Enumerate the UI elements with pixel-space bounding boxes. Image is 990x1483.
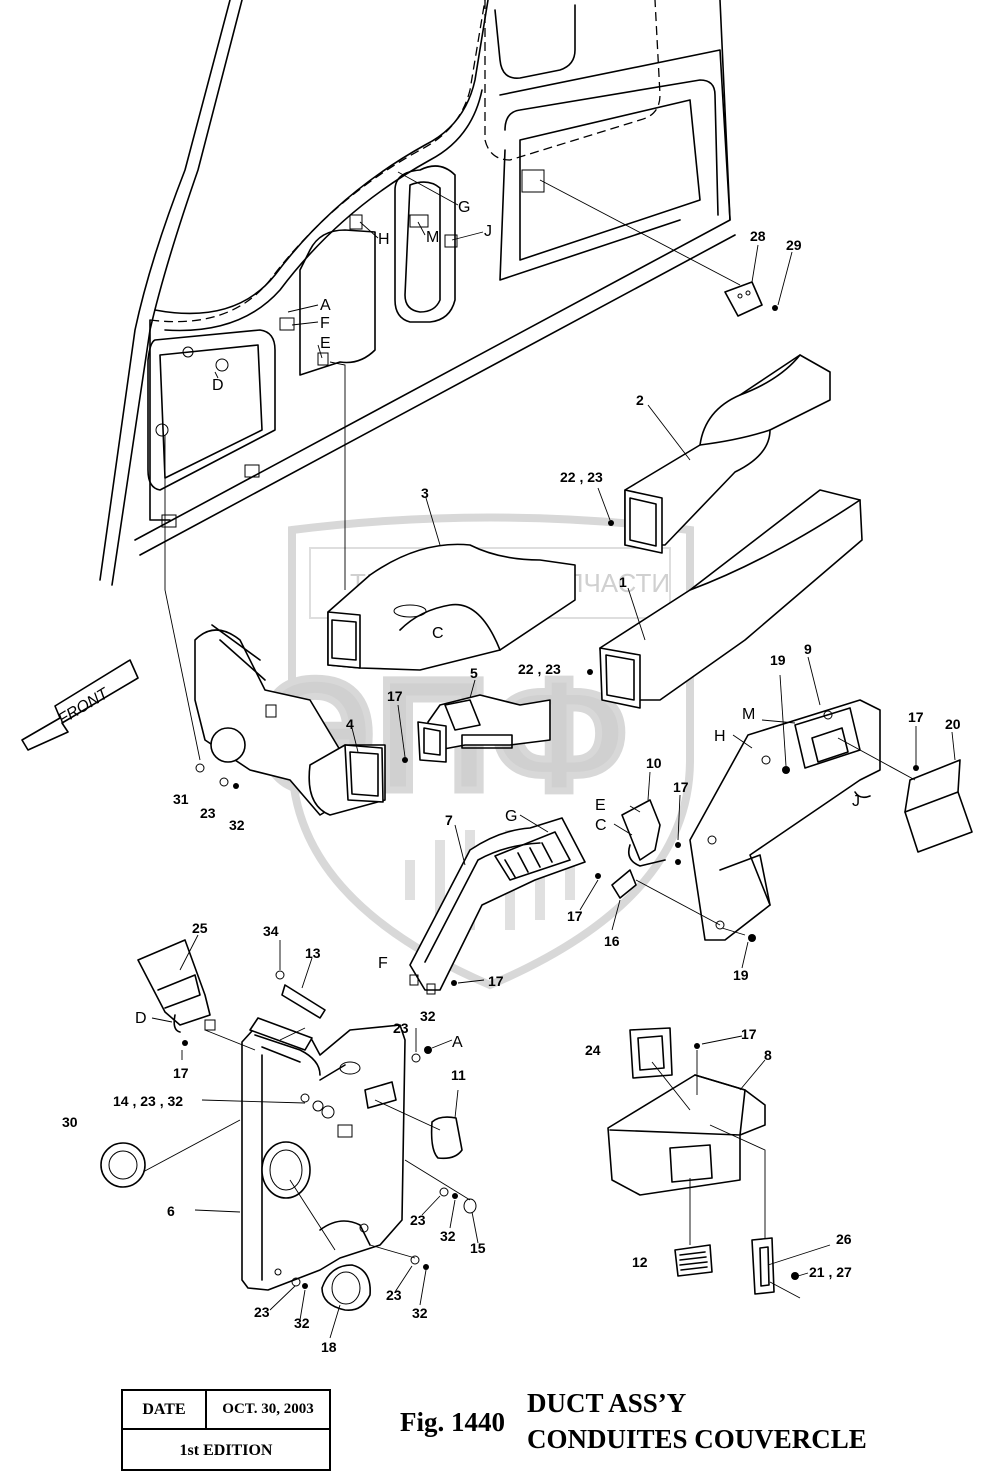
callout-3: 3 bbox=[421, 485, 429, 501]
callout-6: 6 bbox=[167, 1203, 175, 1219]
letter-E-bracket: E bbox=[595, 797, 606, 814]
letter-M-wall: M bbox=[426, 229, 439, 246]
letter-D-bracket25: D bbox=[135, 1010, 147, 1027]
callout-13: 13 bbox=[305, 945, 321, 961]
part-4-duct bbox=[194, 624, 386, 816]
letter-C-bracket: C bbox=[595, 817, 607, 834]
callout-19-a: 19 bbox=[770, 652, 786, 668]
callout-17-a: 17 bbox=[387, 688, 403, 704]
callout-9: 9 bbox=[804, 641, 812, 657]
bolt-17 bbox=[402, 757, 408, 763]
callout-21-27: 21 , 27 bbox=[809, 1264, 852, 1280]
callout-10: 10 bbox=[646, 755, 662, 771]
letter-F-wall: F bbox=[320, 315, 330, 332]
letter-F-duct7: F bbox=[378, 955, 388, 972]
callout-17-g: 17 bbox=[173, 1065, 189, 1081]
callout-17-c: 17 bbox=[567, 908, 583, 924]
callout-11: 11 bbox=[451, 1067, 466, 1083]
callout-17-f: 17 bbox=[741, 1026, 757, 1042]
letter-G-wall: G bbox=[458, 199, 470, 216]
callout-34: 34 bbox=[263, 923, 279, 939]
callout-18: 18 bbox=[321, 1339, 337, 1355]
letter-D-wall: D bbox=[212, 377, 224, 394]
cab-wall bbox=[99, 0, 736, 586]
callout-22-23-a: 22 , 23 bbox=[560, 469, 603, 485]
callout-2: 2 bbox=[636, 392, 644, 408]
letter-H-wall: H bbox=[378, 231, 390, 248]
figure-title-fr: CONDUITES COUVERCLE bbox=[527, 1424, 867, 1454]
callout-22-23-b: 22 , 23 bbox=[518, 661, 561, 677]
figure-number: Fig. 1440 bbox=[400, 1407, 505, 1437]
letter-A-wall: A bbox=[320, 297, 331, 314]
part-20-box bbox=[904, 726, 973, 853]
callout-1: 1 bbox=[619, 574, 627, 590]
letter-J-panel: J bbox=[852, 793, 860, 810]
bolt-22-lower bbox=[587, 669, 593, 675]
callout-23-a: 23 bbox=[200, 805, 216, 821]
part-7-duct bbox=[409, 814, 601, 995]
callout-14-23-32: 14 , 23 , 32 bbox=[113, 1093, 183, 1109]
callout-labels: 1 2 3 4 5 6 7 8 9 10 11 12 13 14 , 23 , … bbox=[62, 228, 961, 1355]
callout-32-e: 32 bbox=[294, 1315, 310, 1331]
callout-30: 30 bbox=[62, 1114, 78, 1130]
callout-15: 15 bbox=[470, 1240, 486, 1256]
wall-leaders bbox=[164, 171, 741, 761]
bolt-22-upper bbox=[608, 520, 614, 526]
callout-17-e: 17 bbox=[908, 709, 924, 725]
callout-12: 12 bbox=[632, 1254, 648, 1270]
letter-G-duct7: G bbox=[505, 808, 517, 825]
letter-E-wall: E bbox=[320, 335, 331, 352]
part-2-duct bbox=[624, 354, 831, 554]
edition-label: 1st EDITION bbox=[179, 1441, 273, 1459]
figure-title-en: DUCT ASS’Y bbox=[527, 1388, 687, 1418]
date-label: DATE bbox=[123, 1391, 207, 1428]
callout-23-b: 23 bbox=[393, 1020, 409, 1036]
callout-8: 8 bbox=[764, 1047, 772, 1063]
callout-32-a: 32 bbox=[229, 817, 245, 833]
part-8-duct bbox=[607, 1027, 831, 1299]
date-value: OCT. 30, 2003 bbox=[222, 1401, 314, 1417]
callout-32-d: 32 bbox=[412, 1305, 428, 1321]
title-block: DATE OCT. 30, 2003 1st EDITION bbox=[121, 1389, 331, 1471]
callout-23-c: 23 bbox=[410, 1212, 426, 1228]
callout-19-b: 19 bbox=[733, 967, 749, 983]
callout-31: 31 bbox=[173, 791, 189, 807]
letter-J-wall: J bbox=[484, 223, 492, 240]
part-1-duct bbox=[599, 489, 863, 709]
callout-32-c: 32 bbox=[440, 1228, 456, 1244]
callout-32-b: 32 bbox=[420, 1008, 436, 1024]
callout-29: 29 bbox=[786, 237, 802, 253]
part-9-panel bbox=[689, 656, 916, 969]
part-25-bracket bbox=[137, 934, 216, 1033]
callout-17-d: 17 bbox=[488, 973, 504, 989]
title-block-date-row: DATE OCT. 30, 2003 bbox=[123, 1391, 329, 1430]
part-5-connector bbox=[417, 679, 551, 763]
part-6-hardware bbox=[100, 940, 479, 1339]
letter-H-panel: H bbox=[714, 728, 726, 745]
letter-C-duct3: C bbox=[432, 625, 444, 642]
reference-letters: G H M J A F E D C M H J E C G F D A bbox=[135, 199, 860, 1051]
callout-24: 24 bbox=[585, 1042, 601, 1058]
callout-26: 26 bbox=[836, 1231, 852, 1247]
callout-5: 5 bbox=[470, 665, 478, 681]
callout-28: 28 bbox=[750, 228, 766, 244]
callout-4: 4 bbox=[346, 716, 354, 732]
callout-16: 16 bbox=[604, 933, 620, 949]
callout-20: 20 bbox=[945, 716, 961, 732]
part-6-cover bbox=[241, 1019, 406, 1291]
letter-A-cover: A bbox=[452, 1034, 463, 1051]
callout-23-d: 23 bbox=[386, 1287, 402, 1303]
letter-M-panel: M bbox=[742, 706, 755, 723]
part-3-duct bbox=[327, 497, 576, 671]
part-28-plate bbox=[724, 244, 793, 317]
callout-25: 25 bbox=[192, 920, 208, 936]
front-arrow: FRONT bbox=[21, 659, 139, 751]
callout-7: 7 bbox=[445, 812, 453, 828]
part-10-bracket bbox=[611, 771, 721, 931]
callout-23-e: 23 bbox=[254, 1304, 270, 1320]
callout-17-b: 17 bbox=[673, 779, 689, 795]
